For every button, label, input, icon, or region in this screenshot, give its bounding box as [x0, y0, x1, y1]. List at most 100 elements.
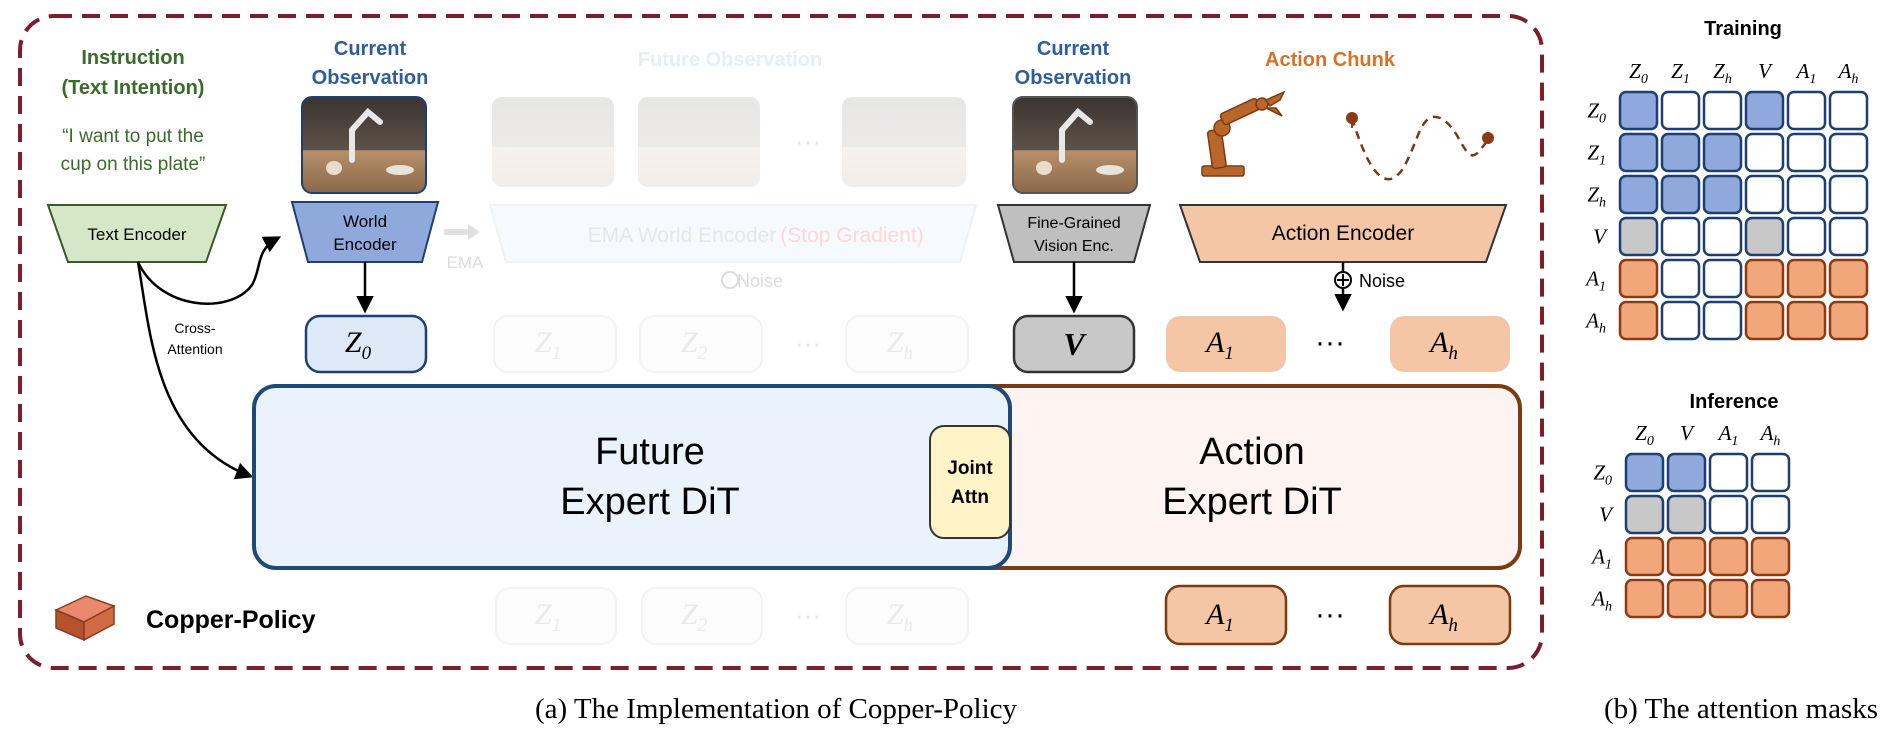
token-dots-action: ···: [1315, 326, 1345, 359]
mask-cell: [1660, 90, 1701, 131]
current-observation-right-subtitle: Observation: [1015, 67, 1132, 89]
world-encoder-label-2: Encoder: [333, 235, 397, 254]
cross-attention-label-2: Attention: [167, 341, 222, 357]
mask-cell: [1744, 132, 1785, 173]
mask-cell: [1702, 300, 1743, 341]
cross-attention-label: Cross-: [174, 320, 216, 336]
mask-cell: [1750, 536, 1791, 577]
mask-cell: [1786, 258, 1827, 299]
output-a1: A1: [1164, 584, 1288, 646]
column-label: A1: [1717, 421, 1739, 449]
inference-title: Inference: [1690, 391, 1779, 413]
token-ah: Ah: [1390, 316, 1510, 372]
mask-cell: [1666, 494, 1707, 535]
current-observation-image: [301, 96, 427, 194]
svg-text:Z2: Z2: [681, 326, 708, 364]
mask-cell: [1744, 216, 1785, 257]
joint-attn-box: [929, 425, 1011, 539]
text-to-world-arrow: [136, 236, 282, 305]
column-label: Z1: [1671, 59, 1690, 87]
token-zh-faded: Zh: [845, 315, 969, 373]
column-label: Zh: [1713, 59, 1732, 87]
row-label: Zh: [1587, 183, 1606, 211]
svg-text:Z1: Z1: [535, 598, 561, 636]
svg-text:Z1: Z1: [535, 326, 561, 364]
mask-cell: [1744, 258, 1785, 299]
row-label: V: [1593, 225, 1608, 249]
token-z1-faded: Z1: [493, 315, 617, 373]
mask-cell: [1624, 452, 1665, 493]
action-expert-label: Action: [1199, 431, 1305, 473]
mask-cell: [1828, 216, 1869, 257]
mask-cell: [1702, 90, 1743, 131]
mask-cell: [1828, 258, 1869, 299]
token-v: V: [1012, 314, 1136, 374]
fine-grained-encoder-shape: [996, 204, 1152, 263]
instruction-title: Instruction: [81, 47, 184, 69]
mask-cell: [1750, 452, 1791, 493]
brand-label: Copper-Policy: [146, 606, 316, 634]
copper-policy-frame: [18, 14, 1544, 670]
instruction-quote: “I want to put the: [62, 126, 204, 147]
mask-cell: [1702, 258, 1743, 299]
action-chunk-title: Action Chunk: [1265, 49, 1396, 71]
action-expert-label-2: Expert DiT: [1162, 481, 1341, 523]
world-encoder-label: World: [343, 212, 387, 231]
output-ah: Ah: [1388, 584, 1512, 646]
mask-cell: [1624, 494, 1665, 535]
mask-cell: [1786, 90, 1827, 131]
column-label: Z0: [1629, 59, 1648, 87]
mask-cell: [1666, 452, 1707, 493]
future-frame-1: [492, 97, 614, 187]
svg-text:Zh: Zh: [887, 326, 913, 364]
robot-arm-icon: [1201, 90, 1286, 177]
mask-cell: [1828, 300, 1869, 341]
instruction-quote-2: cup on this plate”: [61, 154, 206, 175]
world-encoder-shape: [290, 201, 440, 263]
row-label: A1: [1590, 545, 1612, 573]
mask-cell: [1750, 578, 1791, 619]
output-z1-faded: Z1: [495, 587, 617, 645]
training-title: Training: [1704, 18, 1782, 40]
action-encoder-shape: [1178, 204, 1508, 263]
token-z0: Z0: [304, 314, 428, 374]
mask-cell: [1708, 578, 1749, 619]
mask-cell: [1618, 258, 1659, 299]
noise-left-icon: [721, 271, 739, 289]
svg-text:Ah: Ah: [1428, 598, 1458, 636]
future-dots: ···: [795, 126, 821, 156]
mask-cell: [1660, 174, 1701, 215]
current-observation-right-image: [1012, 96, 1138, 194]
future-expert-dit: [252, 384, 1012, 570]
mask-cell: [1660, 132, 1701, 173]
instruction-subtitle: (Text Intention): [62, 77, 205, 99]
row-label: A1: [1584, 267, 1606, 295]
copper-brick-icon: [54, 595, 116, 642]
fine-grained-encoder-label-2: Vision Enc.: [1034, 238, 1114, 255]
row-label: Z0: [1587, 99, 1606, 127]
caption-a: (a) The Implementation of Copper-Policy: [535, 693, 1018, 725]
svg-text:A1: A1: [1204, 598, 1234, 636]
svg-text:A1: A1: [1204, 326, 1234, 364]
cross-attention-arrow: [136, 261, 254, 480]
output-zh-faded: Zh: [845, 587, 969, 645]
mask-cell: [1618, 216, 1659, 257]
ema-world-encoder-shape: [488, 204, 978, 263]
current-observation-right-title: Current: [1037, 38, 1110, 60]
current-observation-subtitle: Observation: [312, 67, 429, 89]
noise-left-label: Noise: [737, 271, 783, 291]
mask-cell: [1624, 578, 1665, 619]
row-label: Ah: [1590, 587, 1612, 615]
mask-cell: [1666, 536, 1707, 577]
token-dots-faded: ···: [795, 328, 821, 358]
column-label: Ah: [1759, 421, 1781, 449]
mask-cell: [1618, 132, 1659, 173]
action-expert-dit: [962, 384, 1522, 570]
column-label: V: [1758, 59, 1773, 83]
noise-right-label: Noise: [1359, 271, 1405, 291]
mask-cell: [1744, 174, 1785, 215]
fine-grained-encoder-label: Fine-Grained: [1027, 215, 1120, 232]
future-observation-title: Future Observation: [638, 49, 822, 71]
svg-text:V: V: [1063, 326, 1087, 362]
